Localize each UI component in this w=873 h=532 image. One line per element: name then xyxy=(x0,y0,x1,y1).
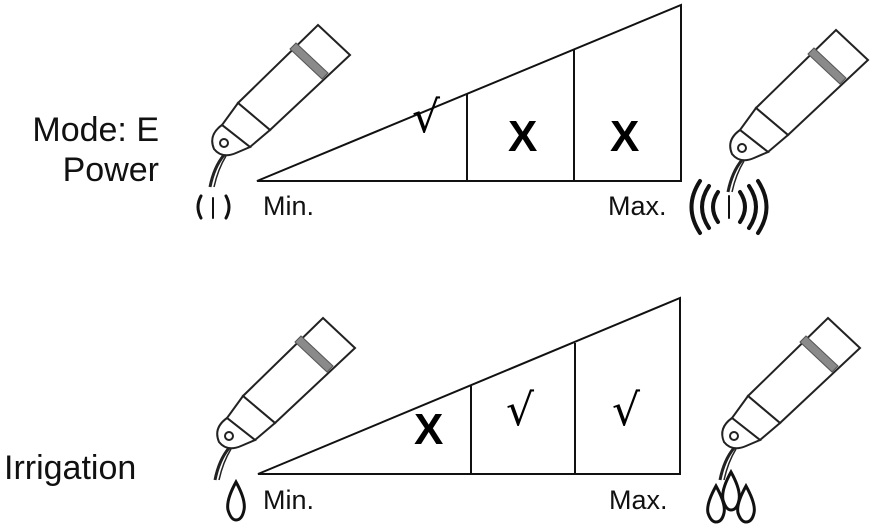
mode-label: Mode: E xyxy=(32,111,159,149)
vibration-wave-icon xyxy=(689,179,769,235)
power-label: Power xyxy=(62,151,159,189)
irrigation-max-label: Max. xyxy=(609,485,668,515)
power-cell-3-mark: X xyxy=(610,112,640,161)
irrigation-cell-2-mark: √ xyxy=(506,385,535,436)
water-drop-icon xyxy=(706,468,756,524)
power-section-label: Mode: E Power xyxy=(14,110,159,190)
power-wedge xyxy=(256,3,682,182)
scaler-handpiece-icon xyxy=(213,316,357,482)
water-drop-icon xyxy=(226,478,246,522)
irrigation-cell-1-mark: X xyxy=(414,405,444,454)
irrigation-label: Irrigation xyxy=(4,449,137,487)
scaler-handpiece-icon xyxy=(208,23,352,189)
scaler-handpiece-icon xyxy=(718,316,862,482)
power-cell-1-mark: √ xyxy=(412,92,441,143)
power-cell-2-mark: X xyxy=(508,112,538,161)
power-min-label: Min. xyxy=(263,191,315,221)
power-max-label: Max. xyxy=(608,191,667,221)
irrigation-cell-3-mark: √ xyxy=(612,385,641,436)
irrigation-min-label: Min. xyxy=(263,485,315,515)
scaler-handpiece-icon xyxy=(726,28,870,194)
irrigation-wedge xyxy=(257,296,681,475)
vibration-wave-icon xyxy=(196,194,231,220)
